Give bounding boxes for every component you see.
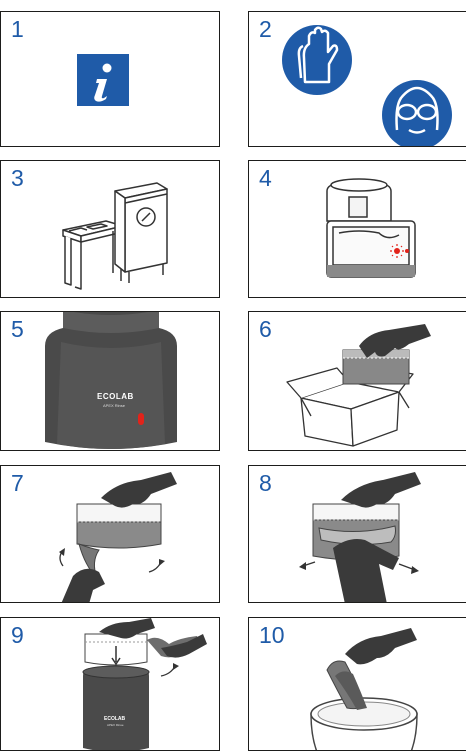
step-10-panel: 10	[248, 617, 466, 751]
remove-from-box-icon	[286, 324, 431, 447]
step-number: 3	[11, 165, 24, 191]
dishwasher-icon	[62, 182, 168, 290]
step-number: 7	[11, 470, 24, 496]
step-4-panel: 4	[248, 160, 466, 298]
gloves-and-goggles-icon	[282, 25, 452, 146]
product-label: APEX Rinse	[103, 403, 126, 408]
step-number: 2	[259, 16, 272, 42]
dispenser-icon	[326, 178, 416, 278]
place-in-bucket-icon	[310, 628, 418, 750]
step-3-panel: 3	[0, 160, 220, 298]
step-9-panel: 9 ECOLAB APEX Rinse	[0, 617, 220, 751]
tear-wrap-icon	[299, 472, 421, 602]
step-number: 6	[259, 316, 272, 342]
step-8-panel: 8	[248, 465, 466, 603]
step-number: 1	[11, 16, 24, 42]
step-5-panel: 5 ECOLAB APEX Rinse	[0, 311, 220, 451]
step-2-panel: 2	[248, 11, 466, 147]
insert-capsule-icon	[82, 618, 207, 750]
step-number: 5	[11, 316, 24, 342]
step-number: 10	[259, 622, 285, 648]
step-6-panel: 6	[248, 311, 466, 451]
step-7-panel: 7	[0, 465, 220, 603]
brand-label: ECOLAB	[104, 716, 126, 722]
step-number: 9	[11, 622, 24, 648]
peel-wrap-icon	[59, 472, 177, 602]
brand-label: ECOLAB	[97, 392, 134, 401]
product-capsule-icon	[45, 312, 177, 449]
step-number: 8	[259, 470, 272, 496]
product-label: APEX Rinse	[107, 723, 124, 727]
step-number: 4	[259, 165, 272, 191]
info-icon	[77, 54, 129, 106]
step-1-panel: 1	[0, 11, 220, 147]
